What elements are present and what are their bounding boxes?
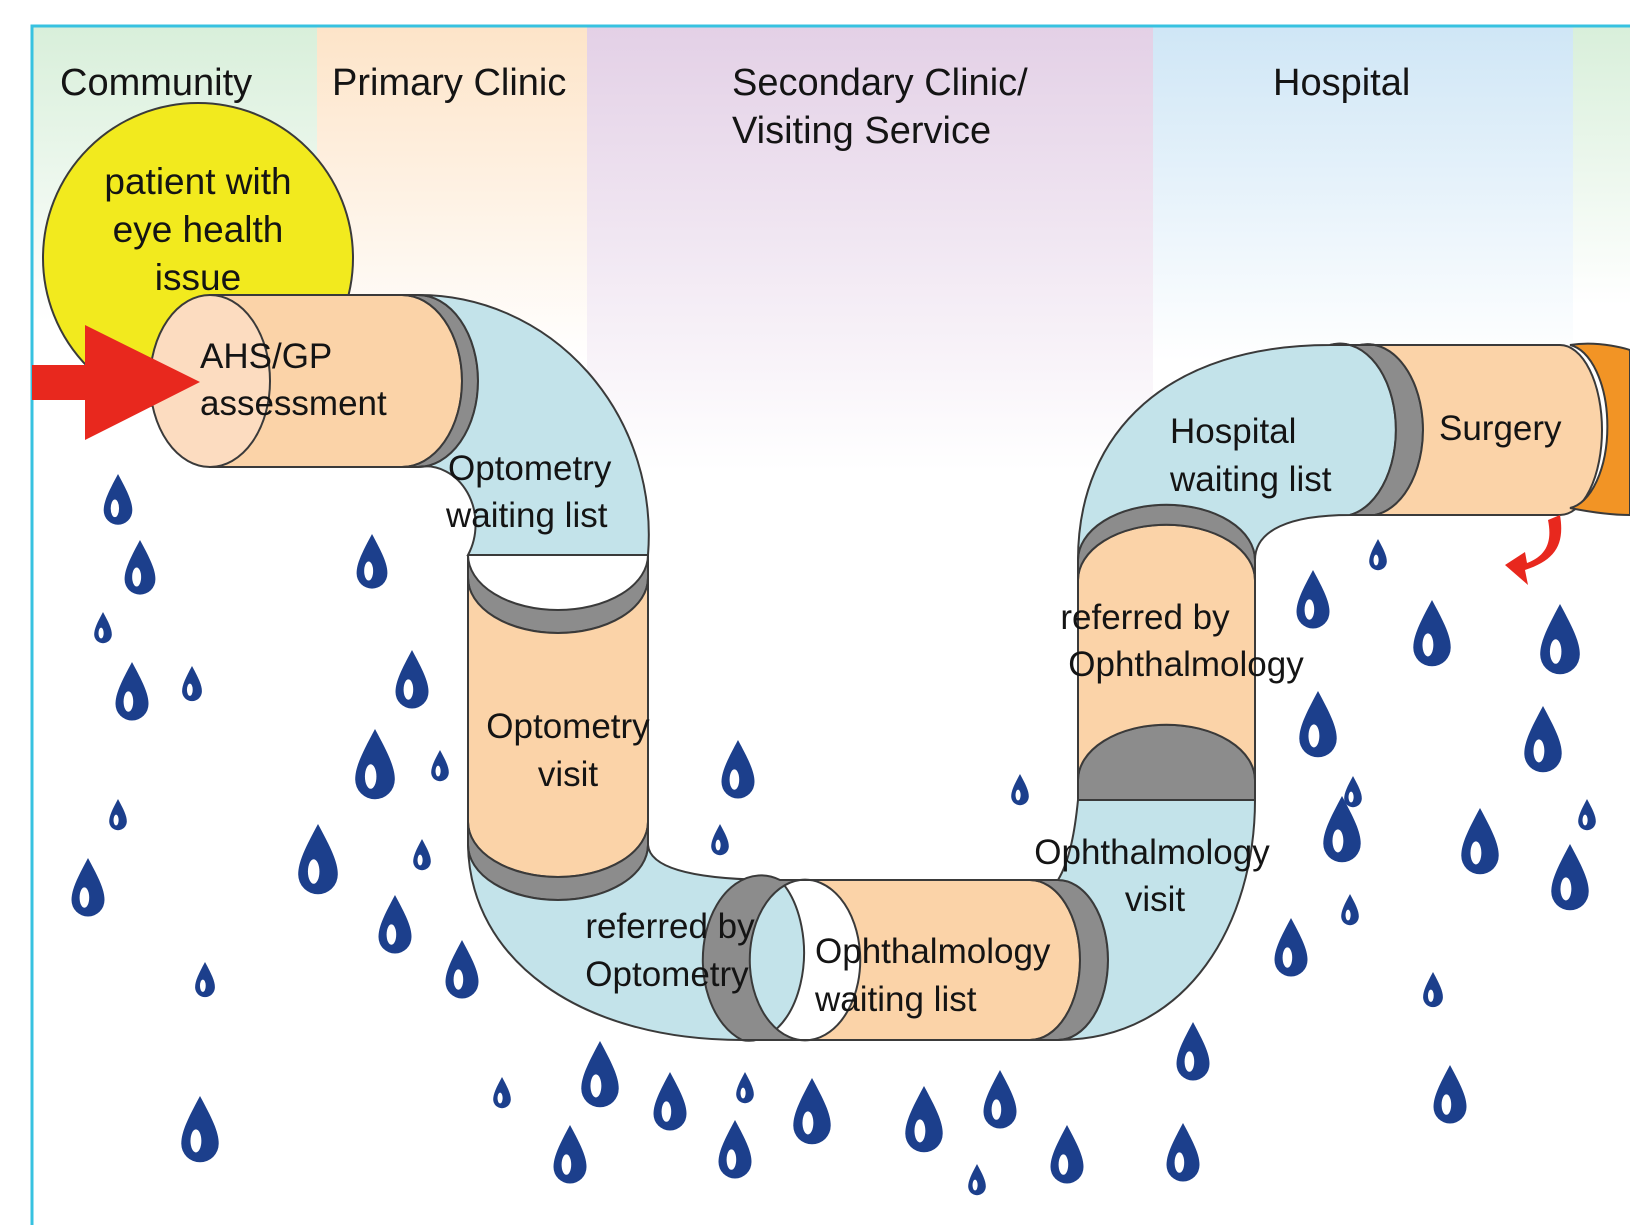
zone-label-hospital: Hospital bbox=[1273, 62, 1410, 104]
raindrop-highlight bbox=[498, 1093, 503, 1104]
raindrop-highlight bbox=[802, 1111, 813, 1134]
raindrop-highlight bbox=[1059, 1154, 1069, 1174]
raindrop-highlight bbox=[1422, 633, 1433, 656]
pipe-label-hospital-waiting-line2: waiting list bbox=[1169, 460, 1332, 499]
pipe-label-optometry-waiting-line1: Optometry bbox=[448, 449, 612, 488]
raindrop-highlight bbox=[716, 840, 721, 851]
patient-bubble-line3: issue bbox=[155, 257, 241, 298]
raindrop-highlight bbox=[1374, 555, 1379, 566]
raindrop-highlight bbox=[124, 691, 134, 711]
pipe-label-ahs-gp-line1: AHS/GP bbox=[200, 337, 332, 376]
raindrop-highlight bbox=[1442, 1094, 1452, 1114]
patient-bubble-line2: eye health bbox=[113, 209, 284, 250]
raindrop-highlight bbox=[1016, 790, 1021, 801]
raindrop-highlight bbox=[187, 684, 193, 696]
raindrop-highlight bbox=[454, 969, 464, 989]
raindrop-highlight bbox=[1583, 815, 1588, 826]
pipe-label-referred-optometry-line2: Optometry bbox=[585, 955, 749, 994]
raindrop-highlight bbox=[80, 887, 90, 907]
pipe-label-ophthalmology-waiting-line2: waiting list bbox=[814, 980, 977, 1019]
pipe-label-referred-ophthalmology-line1: referred by bbox=[1060, 598, 1230, 637]
zone-label-secondary-line1: Secondary Clinic/ bbox=[732, 62, 1028, 104]
raindrop-highlight bbox=[111, 499, 119, 517]
raindrop-highlight bbox=[1185, 1051, 1195, 1071]
pipe-label-referred-ophthalmology-line2: Ophthalmology bbox=[1068, 645, 1304, 684]
pipe-label-optometry-visit-line2: visit bbox=[538, 755, 599, 794]
patient-bubble-line1: patient with bbox=[104, 161, 291, 202]
raindrop-highlight bbox=[1283, 947, 1293, 967]
raindrop-highlight bbox=[1533, 739, 1544, 762]
zone-label-primary-clinic: Primary Clinic bbox=[332, 62, 566, 104]
raindrop-highlight bbox=[308, 859, 320, 883]
raindrop-highlight bbox=[992, 1099, 1002, 1119]
zone-label-community: Community bbox=[60, 62, 252, 104]
pipe-label-optometry-waiting-line2: waiting list bbox=[445, 496, 608, 535]
raindrop-highlight bbox=[1349, 792, 1354, 803]
raindrop-highlight bbox=[99, 628, 104, 639]
raindrop-highlight bbox=[741, 1088, 746, 1099]
pipe-label-optometry-visit-line1: Optometry bbox=[486, 707, 650, 746]
raindrop-highlight bbox=[1550, 639, 1562, 663]
raindrop-highlight bbox=[364, 561, 373, 580]
raindrop-highlight bbox=[1305, 599, 1315, 619]
raindrop-highlight bbox=[973, 1180, 978, 1191]
pipe-label-ophthalmology-visit-line1: Ophthalmology bbox=[1034, 833, 1270, 872]
raindrop-highlight bbox=[590, 1074, 601, 1097]
raindrop-highlight bbox=[114, 815, 119, 826]
raindrop-highlight bbox=[436, 766, 441, 777]
raindrop-highlight bbox=[727, 1149, 737, 1169]
raindrop-highlight bbox=[1560, 877, 1571, 900]
zone-label-secondary-line2: Visiting Service bbox=[732, 110, 991, 152]
raindrop-highlight bbox=[1346, 910, 1351, 921]
raindrop-highlight bbox=[418, 855, 423, 866]
pipe-label-ophthalmology-visit-line2: visit bbox=[1125, 880, 1186, 919]
raindrop-highlight bbox=[730, 769, 740, 789]
raindrop-highlight bbox=[1332, 829, 1343, 852]
raindrop-highlight bbox=[914, 1119, 925, 1142]
raindrop-highlight bbox=[132, 567, 141, 586]
pipe-label-hospital-waiting-line1: Hospital bbox=[1170, 412, 1296, 451]
raindrop-highlight bbox=[562, 1154, 572, 1174]
pipe-label-referred-optometry-line1: referred by bbox=[585, 907, 755, 946]
raindrop-highlight bbox=[404, 679, 414, 699]
pipe-label-ophthalmology-waiting-line1: Ophthalmology bbox=[815, 932, 1051, 971]
raindrop-highlight bbox=[200, 980, 206, 992]
raindrop-highlight bbox=[1428, 990, 1434, 1002]
raindrop-highlight bbox=[1175, 1152, 1185, 1172]
raindrop-highlight bbox=[387, 924, 397, 944]
raindrop-highlight bbox=[190, 1129, 201, 1152]
pipe-label-surgery: Surgery bbox=[1439, 409, 1562, 448]
raindrop-highlight bbox=[365, 764, 377, 788]
raindrop-highlight bbox=[1470, 841, 1481, 864]
raindrop-highlight bbox=[1308, 724, 1319, 747]
pipe-label-ahs-gp-line2: assessment bbox=[200, 384, 387, 423]
raindrop-highlight bbox=[662, 1101, 672, 1121]
